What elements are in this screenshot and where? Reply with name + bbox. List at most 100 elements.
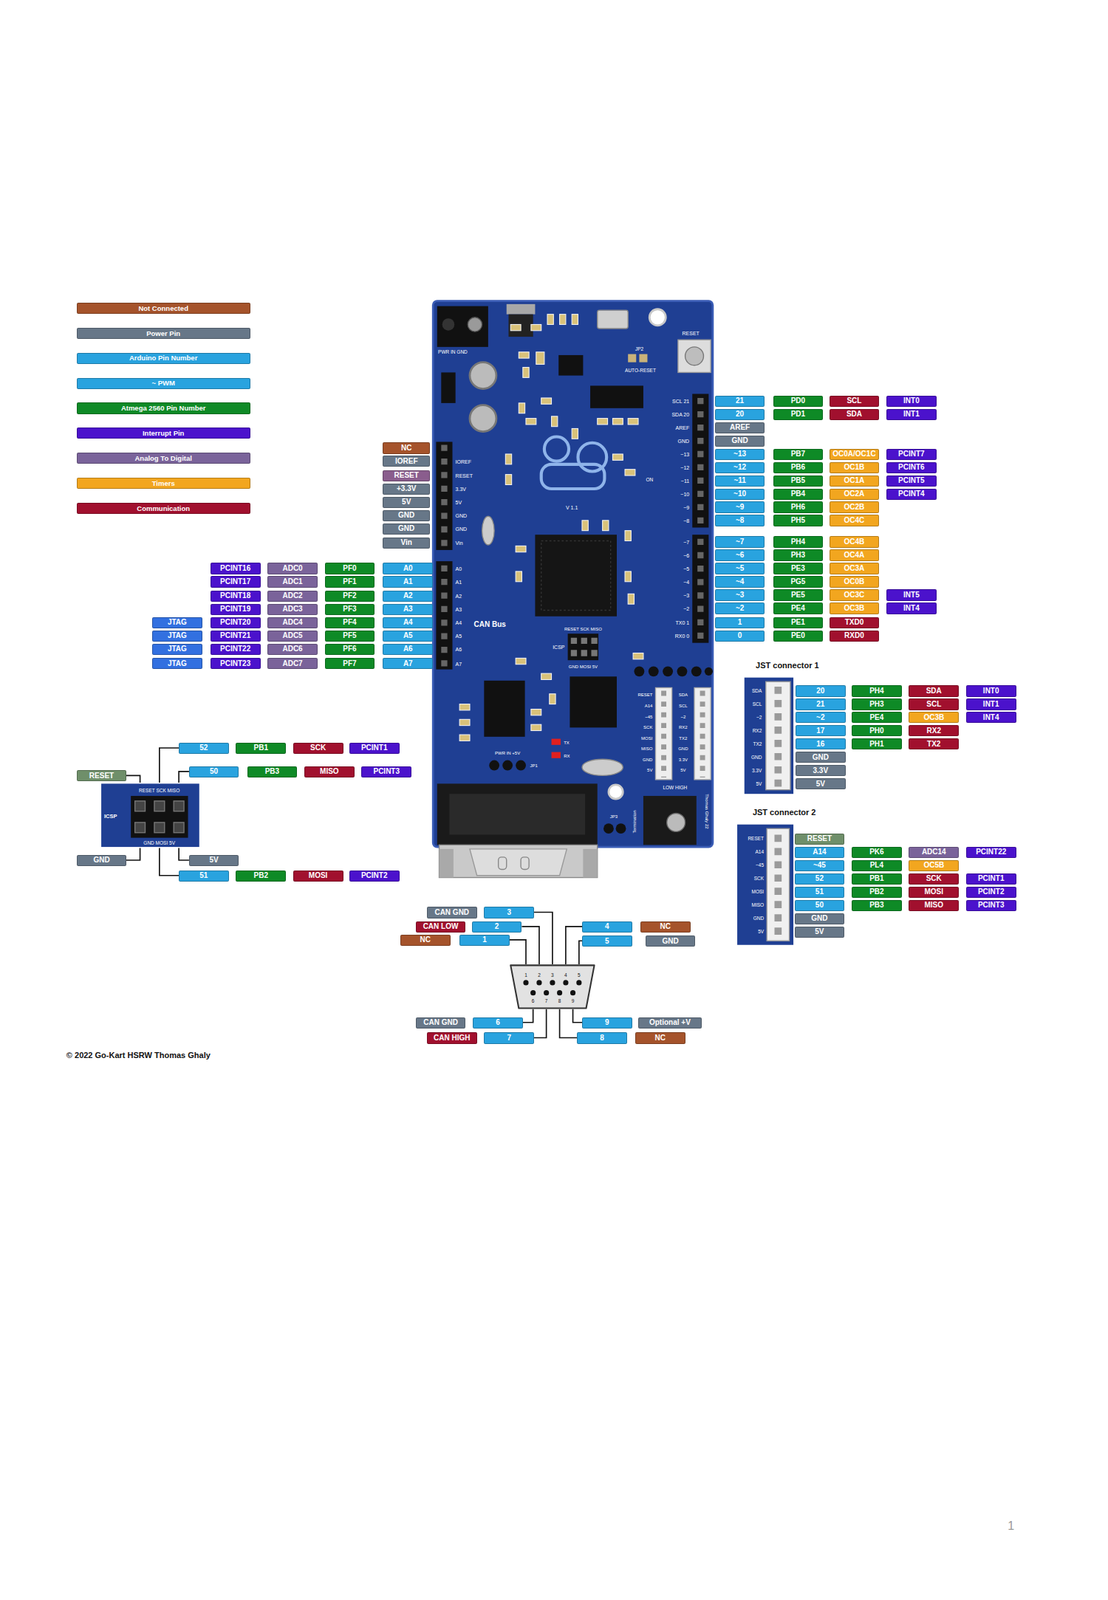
pin-name: Optional +V <box>649 1019 691 1027</box>
pin-tag: INT4 <box>966 712 1017 724</box>
pin-name: NC <box>655 1034 666 1043</box>
pin-tag: OC3B <box>908 712 959 724</box>
icsp-picture <box>154 801 165 812</box>
silkscreen-text: A2 <box>455 593 463 600</box>
pin-name: 7 <box>506 1034 512 1043</box>
leader-line <box>534 1009 547 1039</box>
pin-tag: RX2 <box>908 725 959 737</box>
icsp-picture <box>135 801 146 812</box>
circuit-board <box>541 398 552 405</box>
silkscreen-text: TX0 1 <box>675 620 690 626</box>
pin-name: 9 <box>604 1019 610 1027</box>
leader-line <box>124 748 583 1038</box>
circuit-board <box>704 667 713 676</box>
circuit-board <box>469 405 497 433</box>
silkscreen-text: 3.3V <box>678 757 688 763</box>
pin-name: PF3 <box>342 605 357 614</box>
circuit-board <box>541 673 552 680</box>
connector-heading: JST connector 1 <box>755 661 820 670</box>
pin-name: PH1 <box>869 740 884 749</box>
jst-connector-picture <box>744 678 794 795</box>
silkscreen-text: A5 <box>455 633 463 639</box>
pin-tag: 5V <box>189 855 240 867</box>
silkscreen-text: ~11 <box>681 478 690 484</box>
pin-tag: PB4 <box>773 488 824 501</box>
pin-tag: 4 <box>582 921 633 933</box>
pin-tag: A2 <box>382 590 433 603</box>
circuit-board <box>459 314 644 742</box>
pin-name: A2 <box>403 592 413 600</box>
circuit-board <box>440 445 447 551</box>
pin-tag: ADC3 <box>267 604 318 616</box>
silkscreen-text: ~45 <box>644 715 653 720</box>
circuit-board <box>459 719 470 726</box>
silkscreen-text: ~8 <box>683 518 690 524</box>
silkscreen-text: GND <box>455 526 468 532</box>
circuit-board <box>469 362 497 390</box>
silkscreen-text: SCK <box>754 876 764 882</box>
pin-tag: CAN LOW <box>415 921 467 933</box>
silkscreen-text: AREF <box>675 425 690 431</box>
pin-tag: PH0 <box>851 725 902 737</box>
pin-name: PB5 <box>791 477 806 485</box>
circuit-board <box>627 354 636 363</box>
pin-tag: 50 <box>189 766 240 778</box>
pin-tag: ADC6 <box>267 644 318 656</box>
pin-name: ~2 <box>816 714 825 722</box>
pin-tag: MISO <box>304 766 355 778</box>
pin-name: ~9 <box>735 503 744 512</box>
pin-tag: 50 <box>794 900 846 912</box>
pin-tag: SCL <box>829 395 880 408</box>
pin-tag: 9 <box>582 1017 633 1029</box>
legend-swatch: Timers <box>76 477 251 489</box>
pin-name: 17 <box>816 727 825 735</box>
silkscreen-text: Vin <box>455 540 464 546</box>
pin-number: 4 <box>564 973 568 979</box>
circuit-board <box>597 418 608 425</box>
pin-name: 8 <box>599 1034 605 1043</box>
pin-name: PCINT5 <box>898 477 925 485</box>
silkscreen-text: GND <box>753 916 764 922</box>
circuit-board <box>502 760 513 772</box>
pin-number: 1 <box>524 973 528 979</box>
circuit-board <box>525 418 537 425</box>
circuit-board <box>700 691 706 778</box>
pin-name: A5 <box>403 632 413 640</box>
silkscreen-text: RESET <box>682 330 700 336</box>
silkscreen-text: RESET SCK MISO <box>564 627 603 632</box>
circuit-board <box>691 666 702 677</box>
pin-tag: 8 <box>576 1032 628 1044</box>
pin-name: INT1 <box>983 700 1000 709</box>
circuit-board <box>638 354 648 363</box>
legend-swatch: Interrupt Pin <box>76 427 251 439</box>
pin-tag: PCINT2 <box>966 887 1017 899</box>
silkscreen-text: Termination <box>632 810 637 834</box>
circuit-board <box>536 352 545 365</box>
pin-tag: GND <box>76 855 128 867</box>
silkscreen-text: ~5 <box>683 566 690 572</box>
silkscreen-text: SCL <box>678 703 688 709</box>
circuit-board <box>571 314 578 326</box>
jst-connector-picture <box>774 834 783 939</box>
icsp-picture <box>173 822 184 834</box>
pin-tag: PB1 <box>235 743 286 755</box>
circuit-board <box>697 539 704 644</box>
circuit-board <box>549 694 556 705</box>
pin-tag: JTAG <box>152 658 203 670</box>
pin-tag: ~10 <box>715 488 766 501</box>
db9-connector-picture <box>576 980 582 986</box>
silkscreen-text: RESET <box>747 836 764 843</box>
silkscreen-text: A14 <box>644 703 653 709</box>
pin-name: ADC14 <box>921 848 947 857</box>
silkscreen-text: MISO <box>751 903 764 909</box>
leader-line <box>534 912 553 965</box>
pin-tag: RXD0 <box>829 630 880 642</box>
pin-tag: PF6 <box>325 644 376 656</box>
icsp-picture <box>135 801 184 834</box>
pin-tag: RESET <box>76 770 128 782</box>
pin-name: PB1 <box>253 744 268 752</box>
circuit-board <box>510 324 521 331</box>
circuit-board <box>616 823 627 834</box>
pin-tag: PH5 <box>773 514 824 526</box>
